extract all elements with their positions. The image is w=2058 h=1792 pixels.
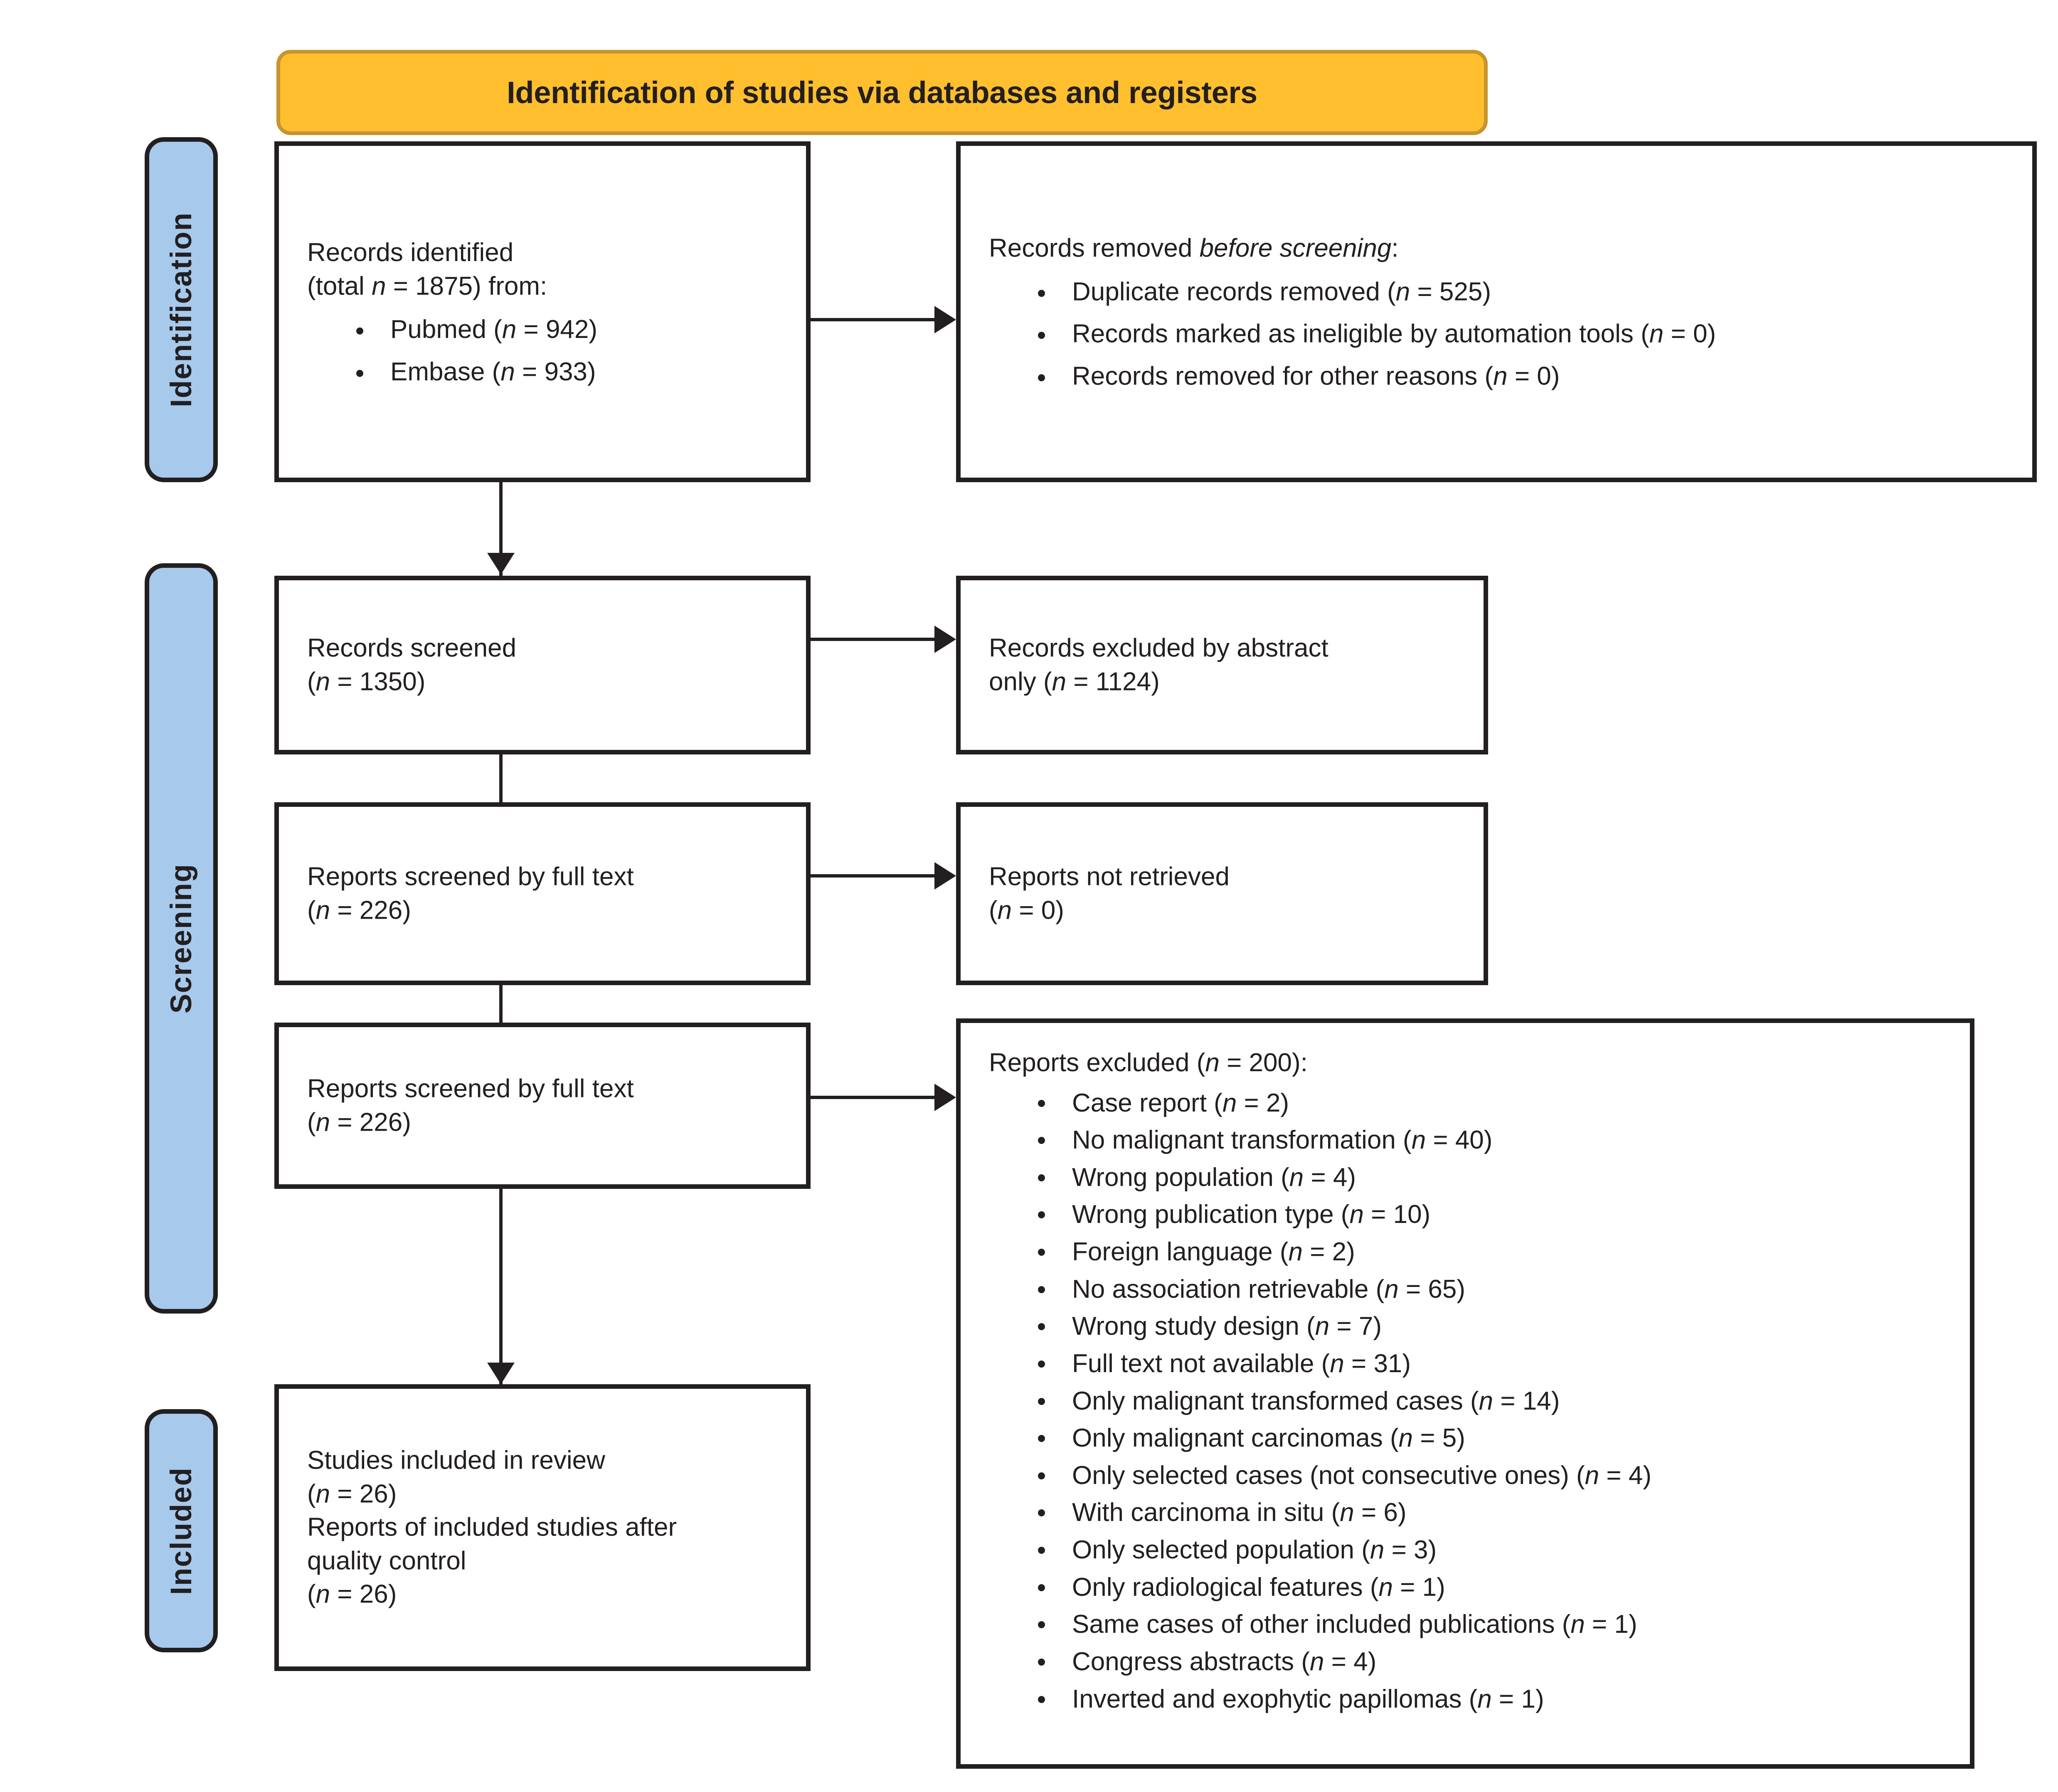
studies-included-line5: (n = 26): [307, 1580, 397, 1609]
connector-fulltext1-to-notretrieved: [811, 874, 935, 878]
connector-screened-to-fulltext1: [499, 754, 503, 833]
list-item: No malignant transformation (n = 40): [989, 1124, 1953, 1156]
list-item: Same cases of other included publication…: [989, 1609, 1953, 1640]
records-removed-reasons: Duplicate records removed (n = 525) Reco…: [989, 276, 2016, 392]
stage-label-included-text: Included: [165, 1467, 198, 1595]
box-reports-screened-fulltext-1: Reports screened by full text (n = 226): [274, 802, 811, 985]
list-item: Only radiological features (n = 1): [989, 1572, 1953, 1603]
box-reports-not-retrieved: Reports not retrieved (n = 0): [956, 802, 1488, 985]
list-item: Only selected cases (not consecutive one…: [989, 1460, 1953, 1491]
connector-fulltext2-to-excluded: [811, 1096, 935, 1099]
reports-not-retrieved-line2: (n = 0): [989, 896, 1064, 924]
reports-screened-fulltext-2-line2: (n = 226): [307, 1108, 411, 1136]
arrowhead-fulltext2-to-excluded: [934, 1084, 956, 1111]
box-records-screened: Records screened (n = 1350): [274, 576, 811, 754]
list-item: Pubmed (n = 942): [307, 314, 789, 345]
box-reports-excluded-content: Reports excluded (n = 200): Case report …: [989, 1046, 1953, 1721]
records-screened-line2: (n = 1350): [307, 667, 426, 696]
list-item: Wrong publication type (n = 10): [989, 1199, 1953, 1230]
studies-included-line2: (n = 26): [307, 1479, 397, 1509]
box-records-identified: Records identified (total n = 1875) from…: [274, 141, 811, 482]
list-item: Wrong population (n = 4): [989, 1162, 1953, 1193]
reports-not-retrieved-line1: Reports not retrieved: [989, 862, 1230, 891]
list-item: Foreign language (n = 2): [989, 1236, 1953, 1268]
list-item: With carcinoma in situ (n = 6): [989, 1497, 1953, 1528]
box-studies-included-content: Studies included in review (n = 26) Repo…: [307, 1444, 789, 1612]
list-item: Only malignant transformed cases (n = 14…: [989, 1385, 1953, 1417]
list-item: No association retrievable (n = 65): [989, 1274, 1953, 1305]
box-reports-excluded: Reports excluded (n = 200): Case report …: [956, 1018, 1974, 1769]
banner-title: Identification of studies via databases …: [507, 75, 1257, 110]
arrowhead-fulltext2-to-included: [487, 1363, 515, 1384]
records-excluded-abstract-line2: only (n = 1124): [989, 667, 1160, 696]
list-item: Duplicate records removed (n = 525): [989, 276, 2016, 308]
box-reports-screened-fulltext-2: Reports screened by full text (n = 226): [274, 1023, 811, 1189]
reports-excluded-title: Reports excluded (n = 200):: [989, 1048, 1308, 1077]
connector-screened-to-excluded: [811, 638, 935, 641]
box-studies-included: Studies included in review (n = 26) Repo…: [274, 1384, 811, 1671]
box-records-removed: Records removed before screening: Duplic…: [956, 141, 2037, 482]
list-item: Full text not available (n = 31): [989, 1348, 1953, 1380]
connector-identified-to-removed: [811, 318, 935, 321]
list-item: Records marked as ineligible by automati…: [989, 318, 2016, 350]
box-records-excluded-abstract-content: Records excluded by abstract only (n = 1…: [989, 631, 1467, 698]
records-identified-line1: Records identified: [307, 238, 514, 267]
identification-banner: Identification of studies via databases …: [276, 50, 1488, 135]
reports-screened-fulltext-1-line2: (n = 226): [307, 896, 411, 924]
connector-identified-to-screened: [499, 482, 503, 576]
arrowhead-identified-to-removed: [934, 306, 956, 333]
records-identified-sources: Pubmed (n = 942) Embase (n = 933): [307, 314, 789, 387]
box-records-excluded-abstract: Records excluded by abstract only (n = 1…: [956, 576, 1488, 754]
stage-label-identification-text: Identification: [165, 212, 198, 407]
arrowhead-identified-to-screened: [487, 553, 515, 574]
box-records-identified-content: Records identified (total n = 1875) from…: [307, 236, 789, 387]
studies-included-line4: quality control: [307, 1546, 466, 1575]
list-item: Inverted and exophytic papillomas (n = 1…: [989, 1684, 1953, 1715]
records-identified-line2: (total n = 1875) from:: [307, 271, 547, 301]
stage-label-screening: Screening: [145, 563, 218, 1314]
arrowhead-fulltext1-to-notretrieved: [934, 862, 956, 890]
list-item: Only selected population (n = 3): [989, 1534, 1953, 1566]
records-screened-line1: Records screened: [307, 633, 517, 663]
box-reports-screened-fulltext-1-content: Reports screened by full text (n = 226): [307, 860, 789, 927]
stage-label-screening-text: Screening: [165, 863, 198, 1014]
reports-screened-fulltext-2-line1: Reports screened by full text: [307, 1074, 634, 1103]
box-reports-not-retrieved-content: Reports not retrieved (n = 0): [989, 860, 1467, 927]
records-removed-title: Records removed before screening:: [989, 234, 1399, 263]
list-item: Wrong study design (n = 7): [989, 1311, 1953, 1342]
studies-included-line1: Studies included in review: [307, 1446, 605, 1475]
reports-screened-fulltext-1-line1: Reports screened by full text: [307, 862, 634, 891]
studies-included-line3: Reports of included studies after: [307, 1513, 677, 1542]
stage-label-identification: Identification: [145, 137, 218, 482]
list-item: Congress abstracts (n = 4): [989, 1646, 1953, 1678]
arrowhead-screened-to-excluded: [934, 626, 956, 653]
box-reports-screened-fulltext-2-content: Reports screened by full text (n = 226): [307, 1072, 789, 1139]
records-excluded-abstract-line1: Records excluded by abstract: [989, 633, 1328, 663]
list-item: Embase (n = 933): [307, 356, 789, 388]
reports-excluded-reasons: Case report (n = 2) No malignant transfo…: [989, 1087, 1953, 1715]
list-item: Records removed for other reasons (n = 0…: [989, 360, 2016, 392]
box-records-screened-content: Records screened (n = 1350): [307, 631, 789, 698]
list-item: Case report (n = 2): [989, 1087, 1953, 1119]
connector-fulltext2-to-included: [499, 1189, 503, 1384]
stage-label-included: Included: [145, 1409, 218, 1652]
list-item: Only malignant carcinomas (n = 5): [989, 1422, 1953, 1454]
box-records-removed-content: Records removed before screening: Duplic…: [989, 232, 2016, 392]
